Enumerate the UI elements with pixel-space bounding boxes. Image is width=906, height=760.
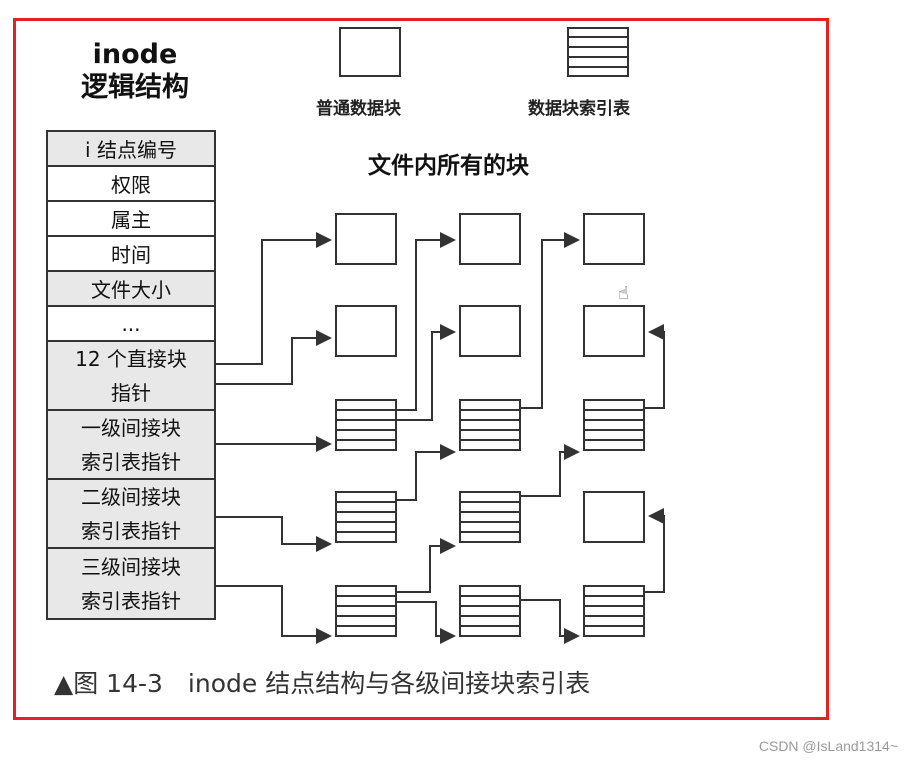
data-block xyxy=(459,213,521,265)
cell-permission: 权限 xyxy=(48,167,214,202)
cell-direct-line2: 指针 xyxy=(111,380,151,405)
legend-index-label: 数据块索引表 xyxy=(528,99,630,119)
data-block xyxy=(583,213,645,265)
arrow-link xyxy=(396,324,456,421)
legend-normal-label: 普通数据块 xyxy=(316,99,401,119)
index-block xyxy=(583,585,645,637)
index-block xyxy=(335,399,397,451)
arrow-double-indirect xyxy=(216,516,332,552)
legend-normal-block-icon xyxy=(339,27,401,77)
inode-table: i 结点编号 权限 属主 时间 文件大小 ... 12 个直接块 指针 一级间接… xyxy=(46,130,216,620)
watermark: CSDN @IsLand1314~ xyxy=(758,738,898,754)
arrow-link xyxy=(520,232,580,409)
arrow-triple-indirect xyxy=(216,585,332,644)
cell-single-indirect: 一级间接块 索引表指针 xyxy=(48,411,214,480)
index-block xyxy=(335,585,397,637)
cell-single-line2: 索引表指针 xyxy=(81,449,181,474)
figure-caption: ▲图 14-3 inode 结点结构与各级间接块索引表 xyxy=(54,669,591,698)
cell-single-line1: 一级间接块 xyxy=(81,415,181,440)
cell-ellipsis: ... xyxy=(48,307,214,342)
arrow-link xyxy=(396,444,456,501)
index-block xyxy=(459,585,521,637)
arrow-link xyxy=(520,599,580,644)
title-line1: inode xyxy=(92,39,178,70)
title-line2: 逻辑结构 xyxy=(81,72,189,103)
cell-owner: 属主 xyxy=(48,202,214,237)
arrow-link xyxy=(644,508,665,593)
arrow-link xyxy=(644,324,665,409)
cell-triple-line1: 三级间接块 xyxy=(81,554,181,579)
cell-triple-indirect: 三级间接块 索引表指针 xyxy=(48,549,214,618)
cell-direct-pointers: 12 个直接块 指针 xyxy=(48,342,214,411)
arrow-direct-2 xyxy=(216,330,332,385)
section-title: 文件内所有的块 xyxy=(368,153,529,179)
cell-triple-line2: 索引表指针 xyxy=(81,588,181,613)
cell-double-indirect: 二级间接块 索引表指针 xyxy=(48,480,214,549)
arrow-link xyxy=(396,601,456,644)
index-block xyxy=(459,491,521,543)
arrow-direct-1 xyxy=(216,232,332,365)
arrow-link xyxy=(520,444,580,497)
cell-file-size: 文件大小 xyxy=(48,272,214,307)
arrow-link xyxy=(396,232,456,411)
data-block xyxy=(583,305,645,357)
index-block xyxy=(335,491,397,543)
cell-double-line2: 索引表指针 xyxy=(81,518,181,543)
index-block xyxy=(583,399,645,451)
arrow-link xyxy=(396,538,456,593)
data-block xyxy=(583,491,645,543)
cell-direct-line1: 12 个直接块 xyxy=(75,346,187,371)
data-block xyxy=(335,213,397,265)
data-block xyxy=(335,305,397,357)
index-block xyxy=(459,399,521,451)
cell-inode-number: i 结点编号 xyxy=(48,132,214,167)
legend-index-block-icon xyxy=(567,27,629,77)
data-block xyxy=(459,305,521,357)
inode-title: inode 逻辑结构 xyxy=(60,38,210,104)
hand-cursor-icon: ☝ xyxy=(618,283,629,304)
cell-double-line1: 二级间接块 xyxy=(81,484,181,509)
cell-time: 时间 xyxy=(48,237,214,272)
